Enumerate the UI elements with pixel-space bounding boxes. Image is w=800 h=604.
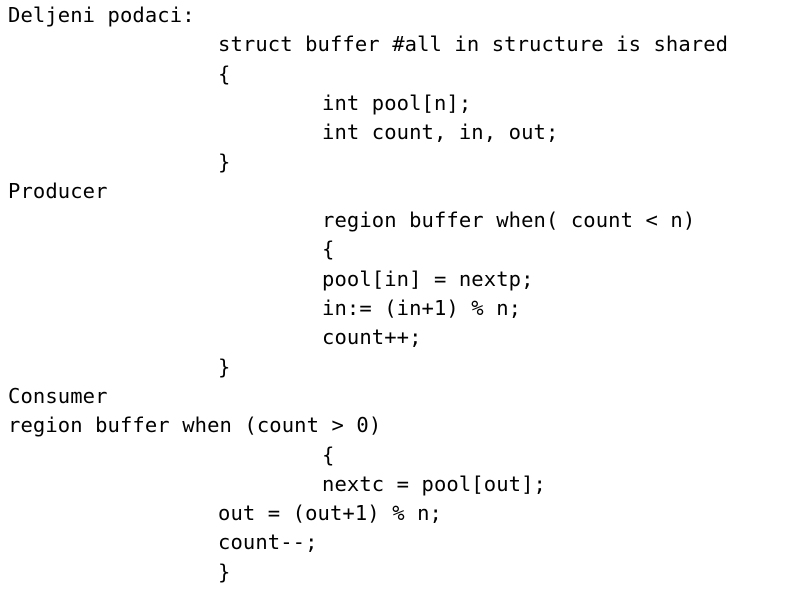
code-line: Consumer [8, 383, 108, 408]
code-line: count--; [218, 530, 318, 555]
code-line: count++; [322, 325, 422, 350]
code-line: { [322, 237, 335, 262]
code-line: in:= (in+1) % n; [322, 296, 522, 320]
code-line: nextc = pool[out]; [322, 471, 546, 496]
code-line: int pool[n]; [322, 90, 472, 115]
code-line: Producer [8, 178, 108, 203]
code-line: out = (out+1) % n; [218, 501, 442, 526]
code-line: struct buffer #all in structure is share… [218, 32, 729, 57]
code-line: { [322, 442, 335, 467]
code-line: int count, in, out; [322, 120, 559, 145]
code-line: } [218, 149, 231, 174]
code-line: Deljeni podaci: [8, 3, 195, 27]
code-line: { [218, 61, 231, 86]
code-line: region buffer when (count > 0) [8, 413, 382, 438]
code-line: pool[in] = nextp; [322, 266, 534, 291]
code-line: } [218, 354, 231, 379]
code-line: } [218, 559, 231, 584]
code-line: region buffer when( count < n) [322, 208, 696, 233]
